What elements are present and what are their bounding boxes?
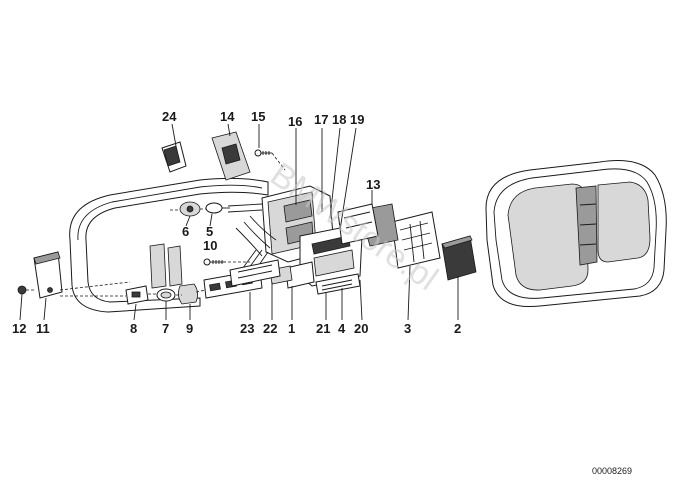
part-6-socket <box>179 201 201 217</box>
part-24-clip <box>161 141 187 173</box>
assembly-lines <box>26 152 286 297</box>
part-label-18: 18 <box>332 112 346 127</box>
part-5-bulb <box>205 202 230 214</box>
part-label-7: 7 <box>162 321 169 336</box>
part-label-4: 4 <box>338 321 346 336</box>
part-label-24: 24 <box>162 109 177 124</box>
part-2-module <box>441 235 477 281</box>
part-13-bracket <box>337 203 379 245</box>
trim-frame-left <box>69 177 269 313</box>
part-label-11: 11 <box>36 321 50 336</box>
part-label-8: 8 <box>130 321 137 336</box>
part-label-19: 19 <box>350 112 364 127</box>
part-label-21: 21 <box>316 321 330 336</box>
part-label-10: 10 <box>203 238 217 253</box>
part-label-12: 12 <box>12 321 26 336</box>
part-number-labels: 24 14 15 16 17 18 19 13 6 5 10 12 11 8 7… <box>12 109 461 336</box>
part-label-15: 15 <box>251 109 265 124</box>
part-label-5: 5 <box>206 224 213 239</box>
part-8-switch <box>125 285 149 305</box>
part-label-1: 1 <box>288 321 295 336</box>
part-label-20: 20 <box>354 321 368 336</box>
part-15-screw <box>254 149 272 157</box>
instrument-bezel-right <box>485 160 667 308</box>
part-label-6: 6 <box>182 224 189 239</box>
part-label-22: 22 <box>263 321 277 336</box>
part-12-screw <box>17 285 27 295</box>
part-label-9: 9 <box>186 321 193 336</box>
part-10-screw <box>203 258 226 266</box>
part-14-plate <box>211 131 251 181</box>
part-11-lamp-housing <box>33 251 63 299</box>
document-id: 00008269 <box>592 466 632 476</box>
part-9-cap <box>178 283 198 305</box>
part-label-3: 3 <box>404 321 411 336</box>
part-22-switch-block <box>229 259 281 287</box>
part-label-14: 14 <box>220 109 235 124</box>
leader-lines <box>19 123 459 321</box>
part-label-17: 17 <box>314 112 328 127</box>
part-label-13: 13 <box>366 177 380 192</box>
part-label-16: 16 <box>288 114 302 129</box>
central-switch-housing <box>261 185 363 295</box>
part-7-bulb <box>156 288 176 302</box>
cover-pieces <box>149 243 183 289</box>
part-label-2: 2 <box>454 321 461 336</box>
part-label-23: 23 <box>240 321 254 336</box>
